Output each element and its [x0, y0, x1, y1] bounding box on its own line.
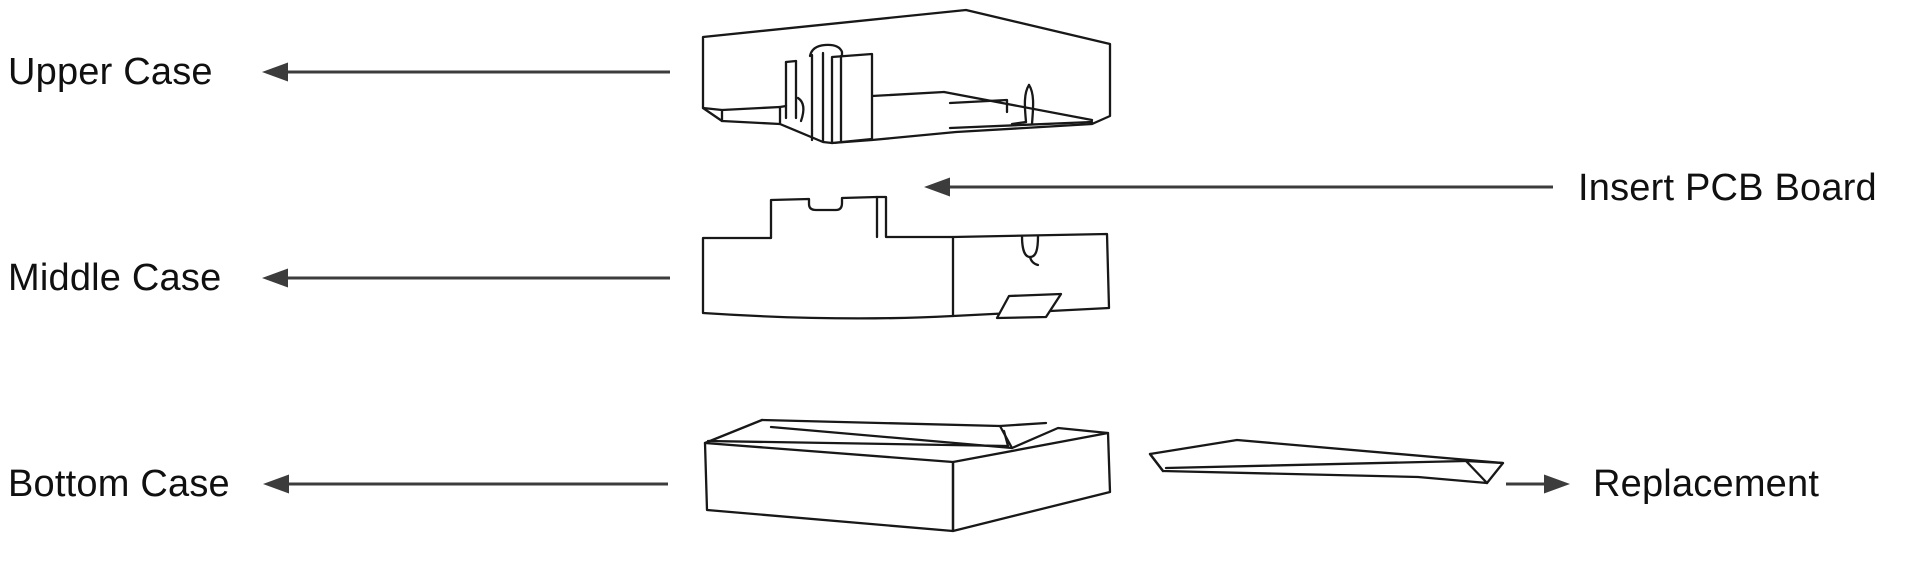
arrow-upper-case	[262, 62, 670, 82]
middle-case-drawing	[701, 195, 1111, 320]
replacement-strip-drawing	[1148, 438, 1505, 485]
middle-case-label: Middle Case	[8, 257, 222, 299]
arrow-replacement	[1506, 474, 1570, 494]
arrow-middle-case	[262, 268, 670, 288]
insert-pcb-label: Insert PCB Board	[1578, 167, 1877, 209]
bottom-case-label: Bottom Case	[8, 463, 230, 505]
upper-case-drawing	[701, 8, 1112, 145]
upper-case-label: Upper Case	[8, 51, 213, 93]
bottom-case-drawing	[703, 418, 1112, 533]
replacement-label: Replacement	[1593, 463, 1820, 505]
arrow-insert-pcb	[924, 177, 1553, 197]
arrow-bottom-case	[263, 474, 668, 494]
